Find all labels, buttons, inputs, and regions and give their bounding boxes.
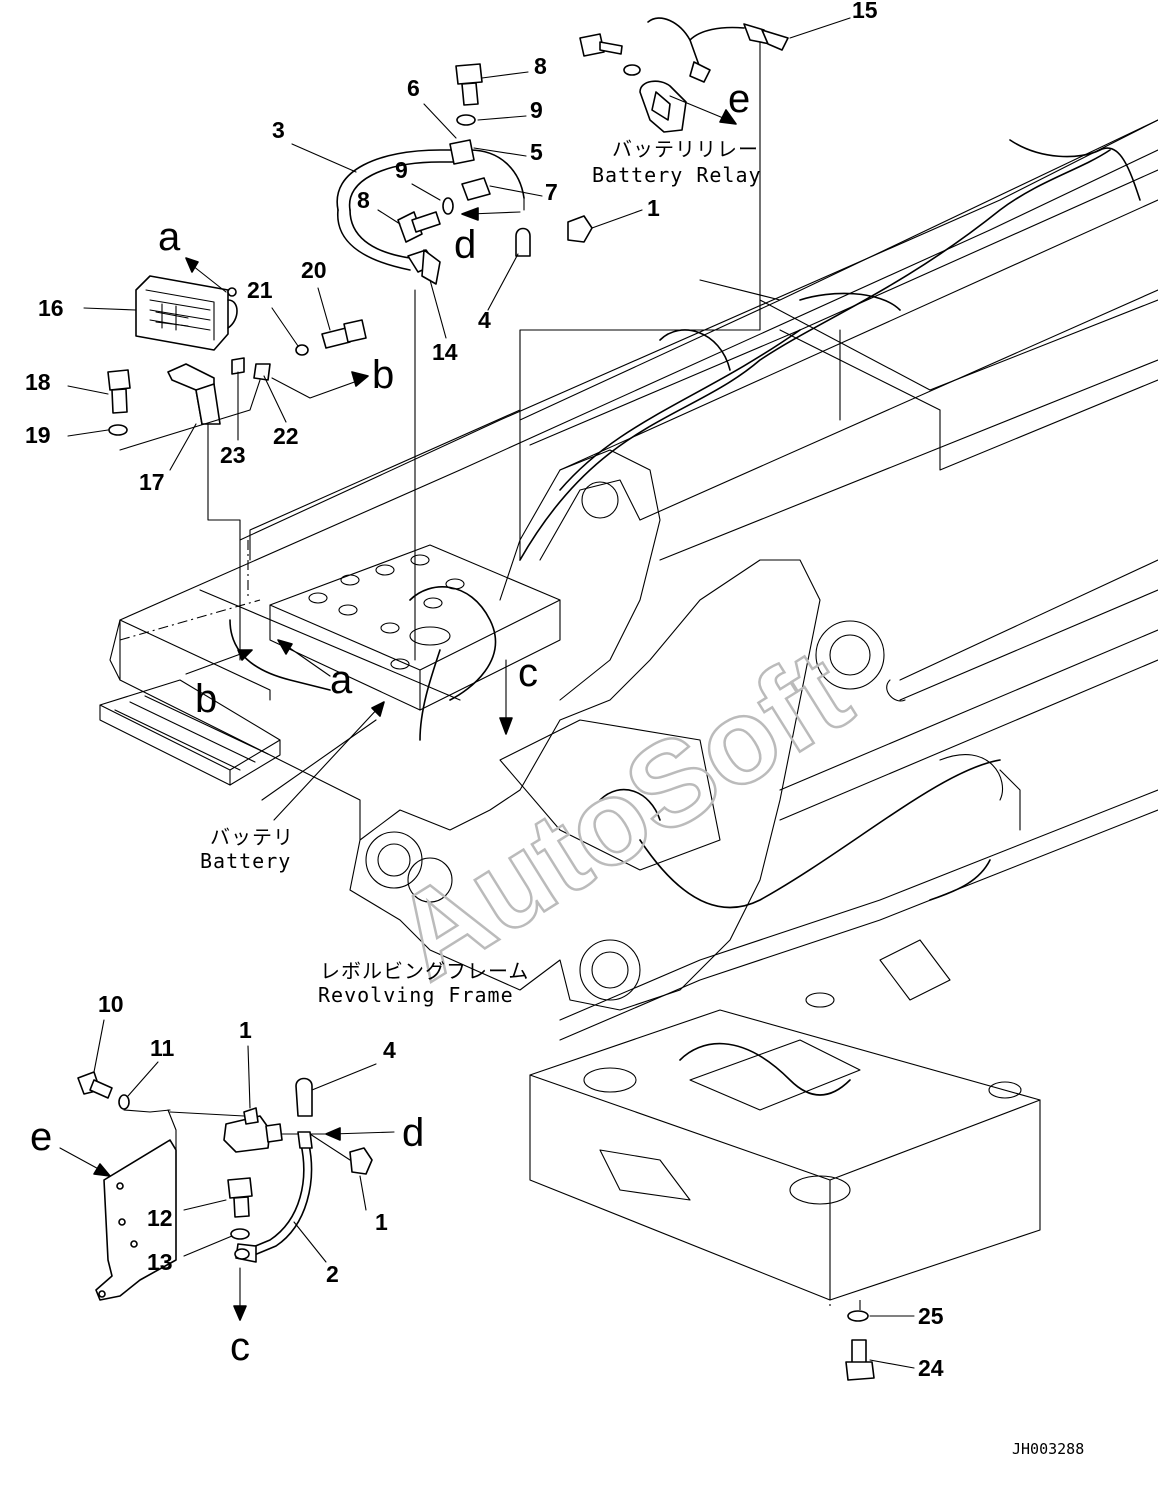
wiring-harness bbox=[229, 139, 1141, 1096]
battery-label-jp: バッテリ bbox=[210, 825, 294, 849]
reference-letter-le2: e bbox=[30, 1115, 52, 1159]
callout-c15: 15 bbox=[852, 0, 878, 23]
reference-letter-ld2: d bbox=[402, 1111, 424, 1155]
callout-c18: 18 bbox=[25, 369, 51, 395]
battery-label-en: Battery bbox=[200, 849, 291, 873]
callout-c19: 19 bbox=[25, 422, 51, 448]
callout-c9b: 9 bbox=[395, 157, 408, 183]
battery-relay-label-en: Battery Relay bbox=[592, 163, 762, 187]
revolving-frame-label-jp: レボルビングフレーム bbox=[320, 959, 529, 983]
callout-c12: 12 bbox=[147, 1205, 173, 1231]
callout-c20: 20 bbox=[301, 257, 327, 283]
reference-letter-lc2: c bbox=[230, 1325, 250, 1369]
drawing-code: JH003288 bbox=[1012, 1440, 1084, 1458]
callout-c1c: 1 bbox=[375, 1209, 388, 1235]
reference-letter-la1: a bbox=[158, 215, 181, 259]
callout-c7: 7 bbox=[545, 179, 558, 205]
callout-c17: 17 bbox=[139, 469, 165, 495]
callout-c1b: 1 bbox=[239, 1017, 252, 1043]
battery-relay-label-jp: バッテリリレー bbox=[612, 137, 759, 161]
callout-c13: 13 bbox=[147, 1249, 173, 1275]
callout-c9a: 9 bbox=[530, 97, 543, 123]
leader-lines bbox=[67, 17, 915, 1369]
cable-3-assembly bbox=[336, 63, 593, 285]
callout-c11: 11 bbox=[150, 1035, 175, 1061]
callout-c2: 2 bbox=[326, 1261, 339, 1287]
frame-bolt-assembly bbox=[845, 1310, 875, 1381]
callout-c21: 21 bbox=[247, 277, 273, 303]
callout-c24: 24 bbox=[918, 1355, 944, 1381]
callout-c25: 25 bbox=[918, 1303, 944, 1329]
reference-letter-ld1: d bbox=[454, 223, 476, 267]
reference-letter-le1: e bbox=[728, 77, 750, 121]
callout-c8b: 8 bbox=[357, 187, 370, 213]
lower-relay-assembly bbox=[77, 1071, 373, 1301]
labels: バッテリリレー Battery Relay バッテリ Battery レボルビン… bbox=[200, 137, 1084, 1458]
callout-c4a: 4 bbox=[478, 307, 491, 333]
step-plate bbox=[99, 679, 281, 786]
reference-letters: a b d e a b c e d c bbox=[30, 77, 750, 1369]
work-lamp-assembly bbox=[107, 275, 367, 451]
callout-c22: 22 bbox=[273, 423, 299, 449]
callout-c23: 23 bbox=[220, 442, 246, 468]
reference-letter-lb1: b bbox=[372, 353, 394, 397]
callout-c1a: 1 bbox=[647, 195, 660, 221]
battery-terminals bbox=[308, 554, 465, 670]
callout-c3: 3 bbox=[272, 117, 285, 143]
callout-c4b: 4 bbox=[383, 1037, 396, 1063]
revolving-frame-label-en: Revolving Frame bbox=[318, 983, 514, 1007]
watermark: AutoSoft bbox=[371, 624, 872, 1006]
callout-c6: 6 bbox=[407, 75, 420, 101]
callout-c14: 14 bbox=[432, 339, 458, 365]
reference-letter-lc1: c bbox=[518, 651, 538, 695]
revolving-frame bbox=[99, 39, 1158, 1320]
callout-c16: 16 bbox=[38, 295, 64, 321]
callout-c10: 10 bbox=[98, 991, 124, 1017]
callout-c5: 5 bbox=[530, 139, 543, 165]
callout-c8a: 8 bbox=[534, 53, 547, 79]
reference-arrows bbox=[59, 95, 737, 1321]
battery-relay bbox=[579, 17, 789, 133]
reference-letter-lb2: b bbox=[195, 677, 217, 721]
reference-letter-la2: a bbox=[330, 658, 353, 702]
